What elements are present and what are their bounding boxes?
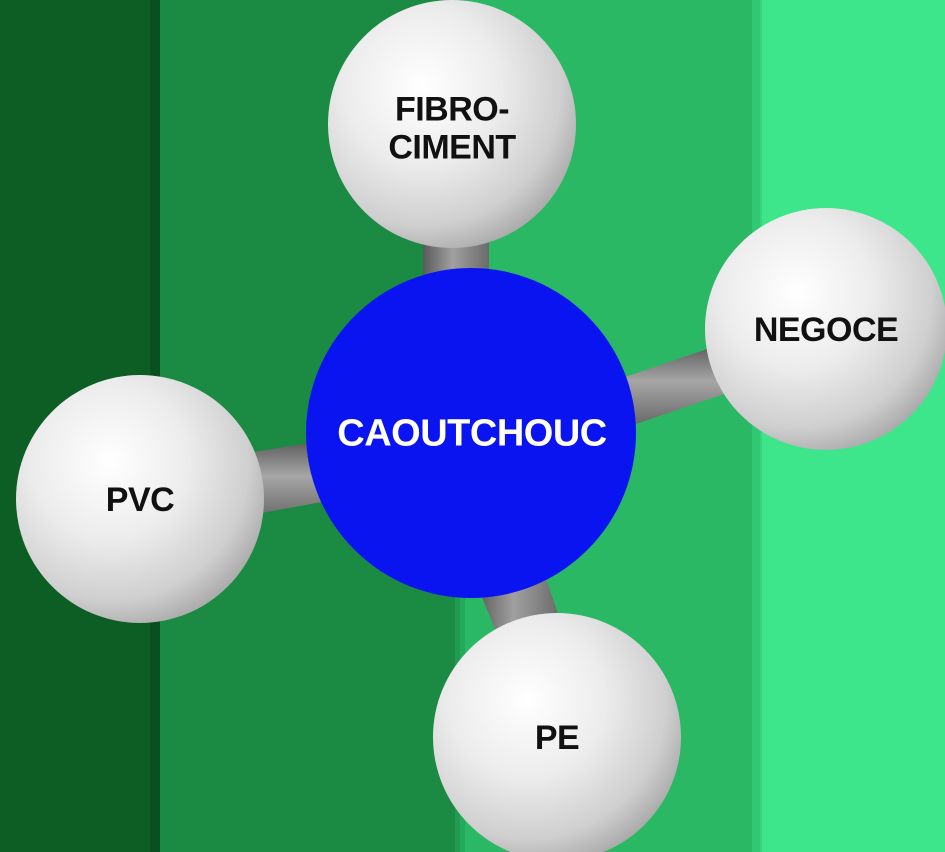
satellite-pe-label: PE — [534, 718, 580, 757]
center-sphere — [306, 268, 636, 598]
satellite-fibro-sphere — [328, 0, 576, 248]
satellite-pvc-label: PVC — [105, 480, 175, 519]
satellite-pe-sphere — [433, 613, 681, 852]
satellite-pvc-sphere — [16, 375, 264, 623]
connector-negoce — [622, 346, 734, 424]
center-label: CAOUTCHOUC — [337, 412, 607, 455]
satellite-fibro-label: FIBRO- CIMENT — [388, 90, 516, 167]
satellite-negoce-sphere — [705, 208, 945, 450]
satellite-negoce-label: NEGOCE — [753, 310, 899, 349]
